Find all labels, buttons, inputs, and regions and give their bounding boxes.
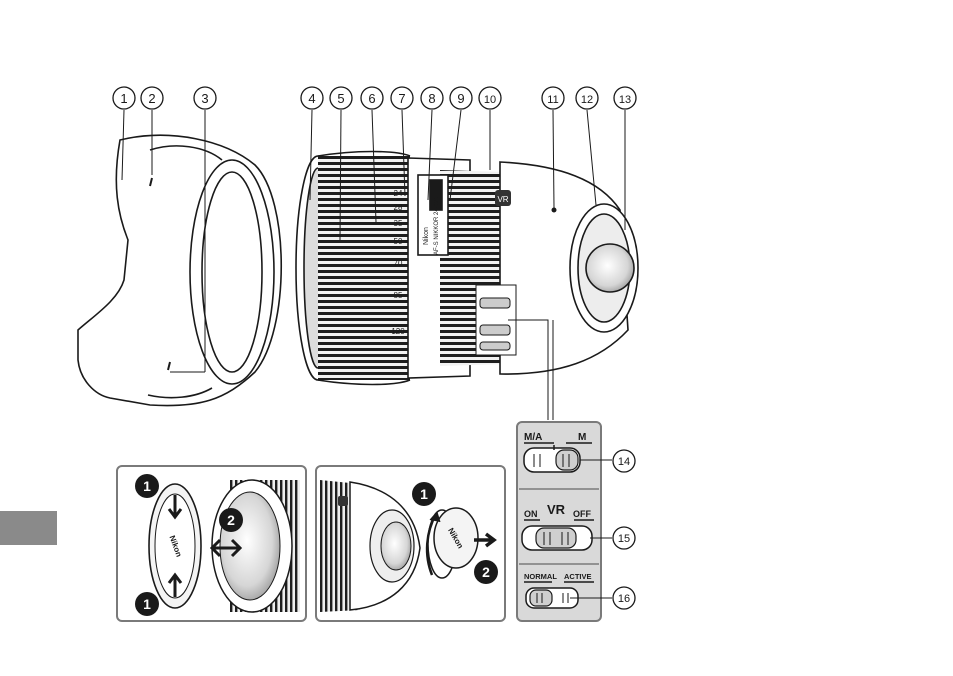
switch-panel: M/A M ON VR OFF NORMAL ACTIVE [517, 422, 612, 621]
callout-number: 5 [337, 91, 344, 106]
step-badge: 1 [143, 478, 151, 494]
zoom-scale-mark: 120 [391, 327, 405, 336]
step-badge: 1 [420, 486, 428, 502]
zoom-scale-mark: 85 [394, 291, 403, 300]
callout-number: 12 [581, 94, 593, 106]
zoom-scale-mark: 28 [394, 203, 403, 212]
vr-active-label: ACTIVE [564, 572, 592, 581]
step-badge: 1 [143, 596, 151, 612]
vr-label: VR [547, 502, 566, 517]
vr-badge-text: VR [497, 195, 508, 204]
vr-switch[interactable]: ON VR OFF [522, 502, 594, 550]
step-badge: 2 [482, 564, 490, 580]
callout-number: 11 [547, 94, 558, 106]
vr-off-label: OFF [573, 509, 591, 519]
zoom-scale-mark: 50 [394, 237, 403, 246]
callout-number: 8 [428, 91, 435, 106]
rear-cap-panel: Nikon 1 2 [316, 466, 505, 621]
callout-number: 7 [398, 91, 405, 106]
callout-number: 4 [308, 91, 315, 106]
zoom-scale-mark: 24 [394, 189, 403, 198]
zoom-scale-mark: 70 [394, 259, 403, 268]
lens-brand-text: Nikon [423, 227, 430, 245]
callout-number: 2 [148, 91, 155, 106]
lens-hood [78, 135, 281, 405]
callout-number: 3 [201, 91, 208, 106]
callout-number: 13 [619, 94, 631, 106]
focus-mode-m-label: M [578, 432, 586, 443]
callout-number: 14 [618, 456, 630, 468]
focus-mode-ma-label: M/A [524, 432, 542, 443]
vr-on-label: ON [524, 509, 538, 519]
callout-number: 1 [120, 91, 127, 106]
zoom-scale-mark: 35 [394, 219, 403, 228]
lens-model-text: AF-S NIKKOR 24-120mm [434, 186, 440, 255]
callout-number: 6 [368, 91, 375, 106]
step-badge: 2 [227, 512, 235, 528]
callout-number: 15 [618, 533, 630, 545]
callout-number: 16 [618, 593, 630, 605]
vr-normal-label: NORMAL [524, 572, 557, 581]
lens-body: VR [296, 152, 638, 385]
front-cap-panel: Nikon 1 1 2 [117, 466, 306, 621]
callout-number: 10 [484, 94, 496, 106]
callout-number: 9 [457, 91, 464, 106]
